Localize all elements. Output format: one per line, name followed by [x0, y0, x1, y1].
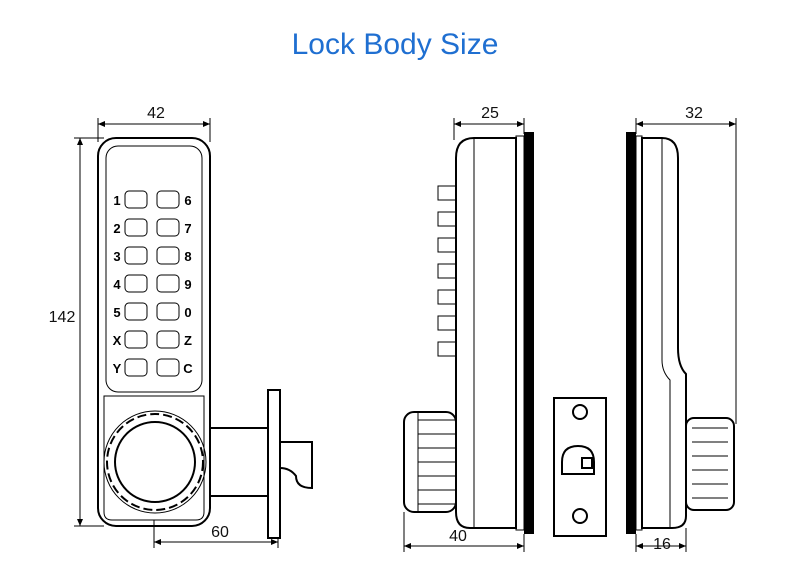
keypad-right-column: 6 7 8 9 0 Z C: [156, 190, 193, 377]
knob-outer: [103, 410, 207, 514]
front-width-label: 42: [147, 105, 165, 122]
rear-view: 32 16: [626, 105, 737, 553]
key-button: [124, 358, 148, 377]
rear-body-edge: [661, 138, 671, 528]
key-profile: [437, 185, 457, 201]
key-button: [124, 302, 148, 321]
key-label: 9: [184, 277, 191, 292]
knob-housing: [103, 395, 205, 521]
key-button: [124, 218, 148, 237]
key-button: [156, 274, 180, 293]
rear-knob: [685, 417, 735, 511]
front-knob: [103, 410, 207, 514]
strike-screw-hole: [572, 508, 588, 524]
key-label: 2: [113, 221, 120, 236]
key-button: [156, 190, 180, 209]
latch-length-label: 60: [211, 524, 229, 541]
side-knob-depth-label: 40: [449, 528, 467, 545]
strike-plate: [553, 397, 607, 537]
key-label: Z: [184, 333, 192, 348]
rear-depth-label: 32: [685, 105, 703, 122]
latch-faceplate: [267, 389, 281, 539]
key-profile: [437, 237, 457, 253]
key-label: 5: [113, 305, 120, 320]
side-mounting-plate: [524, 132, 534, 534]
key-label: 8: [184, 249, 191, 264]
side-gasket: [515, 135, 525, 531]
diagram-title: Lock Body Size: [291, 28, 499, 61]
key-button: [124, 246, 148, 265]
keypad-panel: [105, 145, 203, 393]
key-button: [124, 330, 148, 349]
key-button: [124, 274, 148, 293]
strike-screw-hole: [572, 404, 588, 420]
front-height-label: 142: [49, 309, 76, 326]
key-button: [124, 190, 148, 209]
key-label: 1: [113, 193, 120, 208]
key-label: 7: [184, 221, 191, 236]
key-button: [156, 246, 180, 265]
key-label: 6: [184, 193, 191, 208]
side-depth-label: 25: [481, 105, 499, 122]
key-label: 0: [184, 305, 191, 320]
rear-knob-profile: [685, 417, 735, 511]
rear-mounting-plate: [626, 132, 636, 534]
key-profile: [437, 211, 457, 227]
key-button: [156, 302, 180, 321]
strike-tab: [581, 457, 593, 469]
key-profile: [437, 341, 457, 357]
key-label: 3: [113, 249, 120, 264]
front-latch: [209, 389, 313, 539]
rear-lock-body: [641, 137, 687, 529]
knob-grip-ring: [106, 413, 204, 511]
rear-knob-depth-label: 16: [653, 536, 671, 553]
key-button: [156, 330, 180, 349]
side-knob: [403, 411, 457, 513]
key-label: X: [113, 333, 122, 348]
key-label: 4: [113, 277, 121, 292]
side-view: 25 40: [403, 105, 534, 552]
key-button: [156, 218, 180, 237]
front-view: 42 142 1 2 3 4 5 X Y: [49, 105, 313, 548]
strike-plate-outline: [553, 397, 607, 537]
latch-housing: [209, 427, 269, 497]
key-profile: [437, 315, 457, 331]
keypad-left-column: 1 2 3 4 5 X Y: [113, 190, 148, 377]
key-label: Y: [113, 361, 122, 376]
key-label: C: [183, 361, 193, 376]
key-profile: [437, 289, 457, 305]
side-lock-body: [455, 137, 517, 529]
strike-opening: [561, 444, 595, 475]
knob-face: [114, 421, 196, 503]
key-profile: [437, 263, 457, 279]
key-button: [156, 358, 180, 377]
latch-bolt: [279, 441, 313, 490]
